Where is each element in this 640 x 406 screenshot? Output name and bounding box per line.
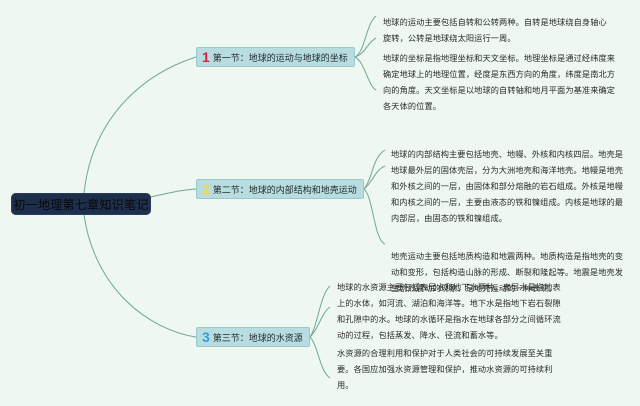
root-title: 初一地理第七章知识笔记 <box>13 197 149 212</box>
note-1-1: 地球的运动主要包括自转和公转两种。自转是地球绕自身轴心旋转，公转是地球绕太阳运行… <box>383 17 607 43</box>
topic-label-3: 第三节：地球的水资源 <box>212 333 303 344</box>
number-badge-3: 3 <box>202 329 210 345</box>
note-2-1: 地球的内部结构主要包括地壳、地幔、外核和内核四层。地壳是地球最外层的固体壳层，分… <box>391 149 624 223</box>
topic-node-2[interactable]: 2 第二节：地球的内部结构和地壳运动 <box>196 179 364 199</box>
note-3-2: 水资源的合理利用和保护对于人类社会的可持续发展至关重要。各国应加强水资源管理和保… <box>337 348 553 390</box>
root-node[interactable]: 初一地理第七章知识笔记 <box>11 193 151 215</box>
topic-node-1[interactable]: 1 第一节：地球的运动与地球的坐标 <box>196 47 355 67</box>
number-badge-1: 1 <box>202 49 210 65</box>
topic-label-1: 第一节：地球的运动与地球的坐标 <box>212 53 348 64</box>
note-1-2: 地球的坐标是指地理坐标和天文坐标。地理坐标是通过经纬度来确定地球上的地理位置，经… <box>383 53 616 111</box>
topic-node-3[interactable]: 3 第三节：地球的水资源 <box>196 327 310 347</box>
number-badge-2: 2 <box>202 181 210 197</box>
topic-label-2: 第二节：地球的内部结构和地壳运动 <box>212 185 357 196</box>
note-2-2: 地壳运动主要包括地质构造和地震两种。地质构造是指地壳的变动和变形，包括构造山脉的… <box>391 251 624 293</box>
note-3-1: 地球的水资源主要包括表层水和地下水两种。表层水是指地表上的水体，如河流、湖泊和海… <box>337 282 561 340</box>
